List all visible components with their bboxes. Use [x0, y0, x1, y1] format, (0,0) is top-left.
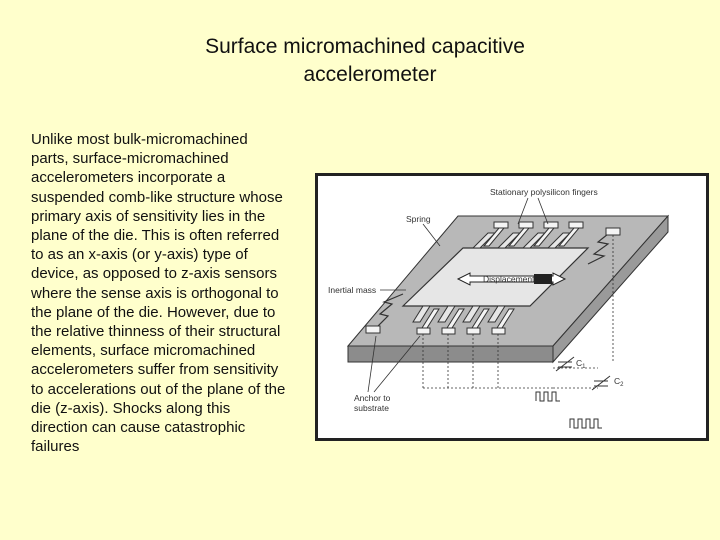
diagram-svg: Displacement Stationary polysilicon fing…	[328, 187, 670, 429]
substrate-side	[552, 214, 669, 364]
spring-label: Spring	[406, 214, 431, 224]
anchor-right	[605, 227, 621, 236]
body-paragraph: Unlike most bulk-micromachined parts, su…	[31, 131, 286, 456]
displacement-label: Displacement	[483, 274, 535, 284]
anchor-left	[365, 325, 381, 334]
movable-fingers-bottom	[412, 305, 506, 323]
slide-title: Surface micromachined capacitive acceler…	[0, 33, 720, 89]
inertial-mass-label: Inertial mass	[328, 285, 376, 295]
spring-left	[377, 293, 404, 327]
c1-label: C1	[576, 358, 586, 370]
title-line-2: accelerometer	[303, 63, 437, 86]
title-line-1: Surface micromachined capacitive	[205, 35, 525, 58]
anchor-label-line2: substrate	[354, 403, 389, 413]
stationary-fingers-label: Stationary polysilicon fingers	[490, 187, 598, 197]
capacitor-wiring	[422, 235, 614, 389]
accelerometer-diagram: Displacement Stationary polysilicon fing…	[315, 173, 709, 441]
substrate-front	[347, 345, 554, 363]
capacitor-c1	[555, 356, 575, 372]
stationary-fingers-top	[482, 221, 584, 247]
stationary-fingers-bottom	[416, 308, 515, 335]
anchor-label-line1: Anchor to	[354, 393, 391, 403]
displacement-arrow	[456, 272, 567, 286]
capacitor-c2	[591, 375, 611, 391]
square-wave-upper	[535, 391, 560, 402]
square-wave-lower	[569, 418, 602, 429]
c2-label: C2	[614, 376, 624, 388]
spring-right	[587, 233, 610, 265]
